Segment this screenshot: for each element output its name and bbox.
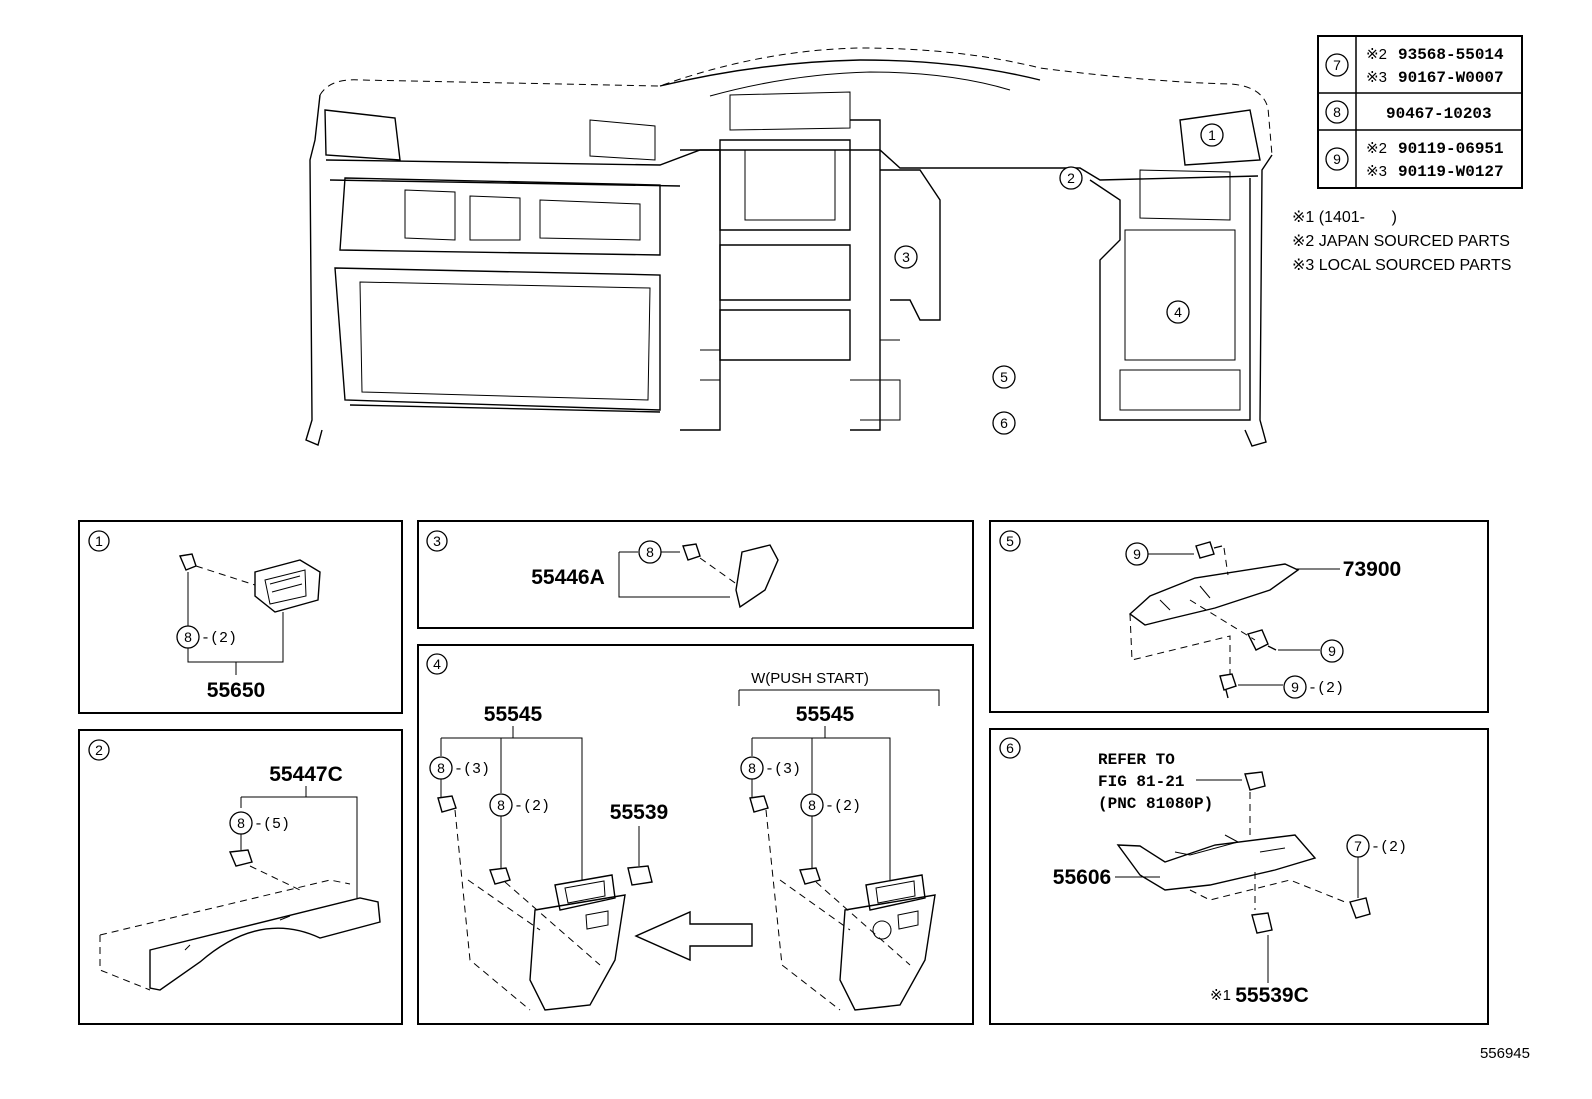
part-number-55545-right: 55545	[796, 703, 855, 726]
legend-row-9: 9 ※2 90119-06951 ※3 90119-W0127	[1325, 140, 1504, 181]
overview-callout-1: 1	[1200, 123, 1224, 147]
svg-text:9: 9	[1133, 546, 1141, 562]
overview-callout-6: 6	[992, 411, 1016, 435]
part-number-55650: 55650	[207, 679, 265, 702]
svg-text:7: 7	[1333, 57, 1341, 73]
svg-text:8: 8	[748, 760, 756, 776]
svg-text:1: 1	[1208, 127, 1216, 143]
detail-panel-3: 3 55446A 8	[417, 520, 974, 629]
part-number-55447C: 55447C	[269, 763, 343, 786]
svg-text:-(2): -(2)	[201, 630, 237, 647]
svg-text:9: 9	[1328, 643, 1336, 659]
svg-text:3: 3	[902, 249, 910, 265]
svg-text:2: 2	[1067, 170, 1075, 186]
svg-text:93568-55014: 93568-55014	[1398, 46, 1504, 64]
svg-text:8: 8	[808, 797, 816, 813]
part-number-55446A: 55446A	[531, 566, 605, 589]
detail-panel-1: 1 8 -(2) 55650	[78, 520, 403, 714]
svg-text:90119-06951: 90119-06951	[1398, 140, 1504, 158]
legend-row-7: 7 ※2 93568-55014 ※3 90167-W0007	[1325, 46, 1504, 87]
variant-label: W(PUSH START)	[751, 670, 869, 687]
refer-line-2: FIG 81-21	[1098, 773, 1184, 791]
svg-text:2: 2	[95, 742, 103, 758]
legend-row-8: 8 90467-10203	[1325, 100, 1492, 124]
svg-text:-(5): -(5)	[254, 816, 290, 833]
overview-callout-5: 5	[992, 365, 1016, 389]
svg-text:※2: ※2	[1366, 46, 1387, 63]
part-number-55539: 55539	[610, 801, 668, 824]
svg-text:8: 8	[497, 797, 505, 813]
svg-text:1: 1	[95, 533, 103, 549]
footnote-mark-1: ※1	[1210, 987, 1231, 1004]
part-number-73900: 73900	[1343, 558, 1401, 581]
svg-text:-(2): -(2)	[514, 798, 550, 815]
svg-text:8: 8	[237, 815, 245, 831]
part-number-55606: 55606	[1053, 866, 1111, 889]
svg-text:7: 7	[1354, 838, 1362, 854]
detail-panel-2: 2 55447C 8 -(5)	[78, 729, 403, 1025]
svg-text:-(2): -(2)	[1308, 680, 1344, 697]
svg-text:3: 3	[433, 533, 441, 549]
footnotes: ※1 (1401- ) ※2 JAPAN SOURCED PARTS ※3 LO…	[1292, 209, 1511, 274]
svg-text:※2: ※2	[1366, 140, 1387, 157]
svg-text:90167-W0007: 90167-W0007	[1398, 69, 1504, 87]
svg-text:-(3): -(3)	[765, 761, 801, 778]
svg-text:8: 8	[1333, 104, 1341, 120]
svg-text:90119-W0127: 90119-W0127	[1398, 163, 1504, 181]
overview-callout-4: 4	[1166, 300, 1190, 324]
svg-text:※3: ※3	[1366, 163, 1387, 180]
svg-text:-(2): -(2)	[1371, 839, 1407, 856]
overview-callout-2: 2	[1059, 166, 1083, 190]
svg-text:5: 5	[1000, 369, 1008, 385]
part-number-55545-left: 55545	[484, 703, 543, 726]
dashboard-overview-drawing	[305, 47, 1273, 447]
svg-text:8: 8	[646, 544, 654, 560]
svg-text:90467-10203: 90467-10203	[1386, 105, 1492, 123]
overview-callout-3: 3	[894, 245, 918, 269]
detail-panel-5: 5 9 73900 9 9 -(2)	[989, 520, 1489, 713]
svg-text:4: 4	[433, 656, 441, 672]
svg-text:※3: ※3	[1366, 69, 1387, 86]
detail-panel-4: 4 W(PUSH START) 55545 8 -(3) 8 -(2) 5553…	[417, 644, 974, 1025]
footnote-2: ※2 JAPAN SOURCED PARTS	[1292, 233, 1510, 250]
detail-panel-6: 6 REFER TO FIG 81-21 (PNC 81080P) 55606 …	[989, 728, 1489, 1025]
svg-text:4: 4	[1174, 304, 1182, 320]
footnote-1: ※1 (1401- )	[1292, 209, 1397, 226]
svg-text:8: 8	[437, 760, 445, 776]
svg-text:8: 8	[184, 629, 192, 645]
svg-text:-(3): -(3)	[454, 761, 490, 778]
svg-text:9: 9	[1291, 679, 1299, 695]
svg-text:-(2): -(2)	[825, 798, 861, 815]
refer-line-3: (PNC 81080P)	[1098, 795, 1213, 813]
svg-text:6: 6	[1000, 415, 1008, 431]
footnote-3: ※3 LOCAL SOURCED PARTS	[1292, 257, 1511, 274]
svg-text:5: 5	[1006, 533, 1014, 549]
refer-line-1: REFER TO	[1098, 751, 1175, 769]
svg-text:9: 9	[1333, 151, 1341, 167]
svg-text:6: 6	[1006, 740, 1014, 756]
part-number-55539C: 55539C	[1235, 984, 1309, 1007]
drawing-number: 556945	[1480, 1045, 1530, 1062]
legend-table: 7 ※2 93568-55014 ※3 90167-W0007 8 90467-…	[1317, 35, 1523, 189]
